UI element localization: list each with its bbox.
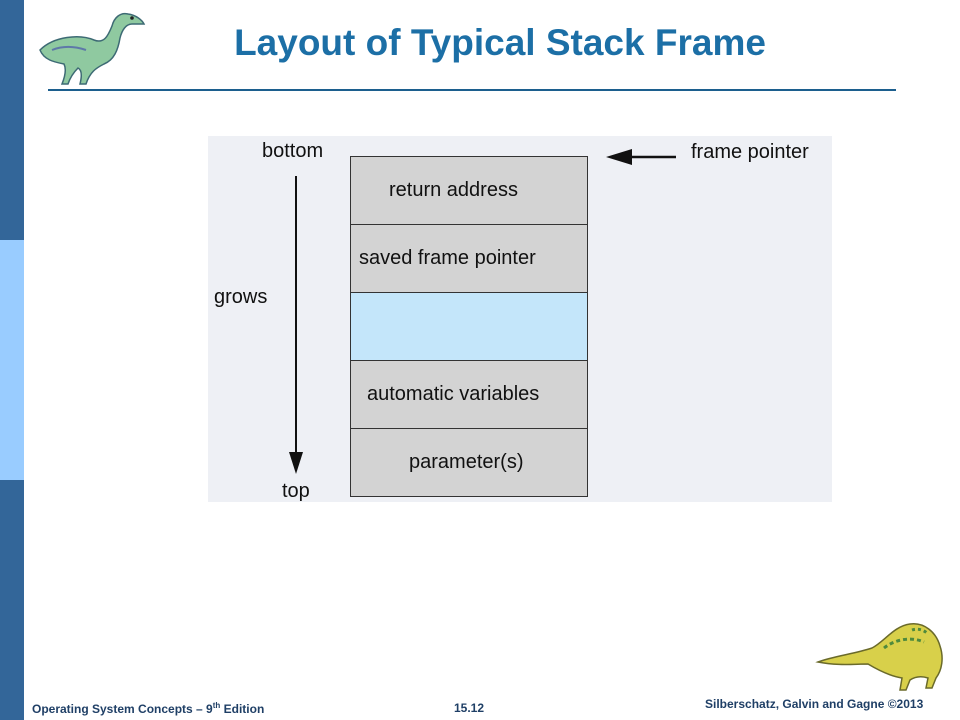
- stack-cell-automatic-variables: automatic variables: [350, 361, 588, 429]
- stack-cell-parameters: parameter(s): [350, 429, 588, 497]
- footer-edition-superscript: th: [212, 701, 221, 710]
- stack-cell-label: return address: [389, 179, 518, 201]
- dinosaur-icon: [815, 623, 943, 691]
- footer-page-number: 15.12: [454, 701, 485, 715]
- stack-cell-saved-frame-pointer: saved frame pointer: [350, 225, 588, 293]
- stack-cell-return-address: return address: [350, 156, 588, 225]
- grows-arrow-head: [289, 452, 303, 474]
- frame-pointer-arrow-head: [606, 149, 632, 165]
- top-label: top: [282, 480, 310, 502]
- footer-course-title: Operating System Concepts – 9th Edition: [32, 701, 264, 716]
- stack-cell-label: parameter(s): [409, 451, 524, 473]
- bottom-label: bottom: [262, 140, 324, 162]
- dinosaur-icon: [39, 12, 146, 85]
- stack-cell-label: saved frame pointer: [359, 247, 536, 269]
- diagram-arrows: [289, 149, 676, 474]
- stack-frame-diagram: bottom grows top frame pointer return ad…: [208, 136, 832, 502]
- grows-label: grows: [214, 286, 268, 308]
- frame-pointer-label: frame pointer: [691, 141, 809, 163]
- stack-cell-blank: [350, 293, 588, 361]
- sidebar-highlight: [0, 240, 24, 480]
- title-divider: [48, 89, 896, 91]
- stack-cell-label: automatic variables: [367, 383, 540, 405]
- footer-course-text: Operating System Concepts – 9: [32, 702, 213, 716]
- footer-edition-suffix: Edition: [220, 702, 265, 716]
- footer-copyright: Silberschatz, Galvin and Gagne ©2013: [705, 697, 924, 711]
- stack-frame: return address saved frame pointer autom…: [350, 156, 588, 497]
- page-title: Layout of Typical Stack Frame: [234, 22, 766, 63]
- left-sidebar-band: [0, 0, 24, 720]
